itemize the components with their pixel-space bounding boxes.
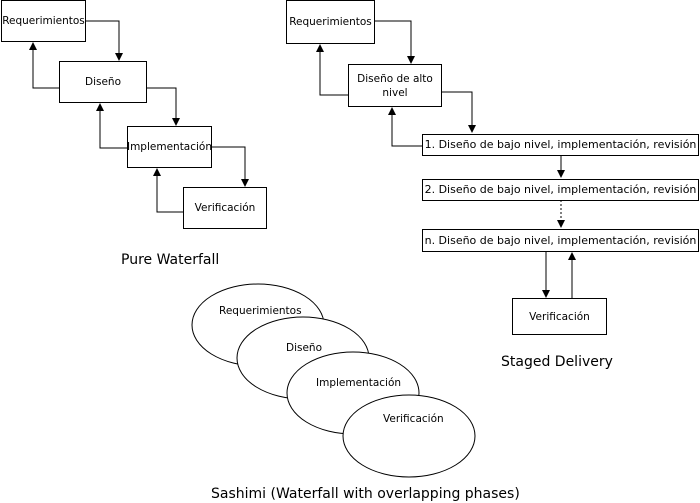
staged-delivery-caption: Staged Delivery xyxy=(501,354,613,370)
sd-box-stage-2: 2. Diseño de bajo nivel, implementación,… xyxy=(422,179,699,201)
sd-feedback-hld-to-req xyxy=(316,44,348,96)
sashimi-label-requirements: Requerimientos xyxy=(219,305,302,317)
pw-feedback-design-to-req xyxy=(29,42,59,89)
sashimi-label-verification: Verificación xyxy=(383,413,444,425)
sd-box-verification: Verificación xyxy=(512,298,607,335)
sd-box-stage-1: 1. Diseño de bajo nivel, implementación,… xyxy=(422,134,699,156)
pw-arrow-req-to-design xyxy=(85,20,123,61)
pw-feedback-impl-to-design xyxy=(96,103,127,149)
pw-box-verification: Verificación xyxy=(183,187,267,229)
pw-arrow-design-to-impl xyxy=(146,87,180,126)
pure-waterfall-caption: Pure Waterfall xyxy=(121,252,220,268)
sashimi-label-implementation: Implementación xyxy=(316,377,402,389)
pw-arrow-impl-to-verif xyxy=(211,146,249,187)
pw-box-design: Diseño xyxy=(59,61,147,103)
sd-arrow-hld-to-stage1 xyxy=(441,91,476,133)
pw-feedback-verif-to-impl xyxy=(153,168,183,213)
sashimi-label-design: Diseño xyxy=(286,342,323,354)
pw-box-requirements: Requerimientos xyxy=(1,0,86,42)
sashimi-ellipse-verification xyxy=(342,394,476,478)
sashimi-caption: Sashimi (Waterfall with overlapping phas… xyxy=(211,486,520,502)
pw-box-implementation: Implementación xyxy=(127,126,212,168)
sd-arrow-req-to-hld xyxy=(374,20,415,64)
sd-box-requirements: Requerimientos xyxy=(286,0,375,44)
sd-box-stage-n: n. Diseño de bajo nivel, implementación,… xyxy=(422,229,699,252)
sd-feedback-stage1-to-hld xyxy=(388,107,422,147)
sd-box-high-level-design: Diseño de alto nivel xyxy=(348,64,442,107)
